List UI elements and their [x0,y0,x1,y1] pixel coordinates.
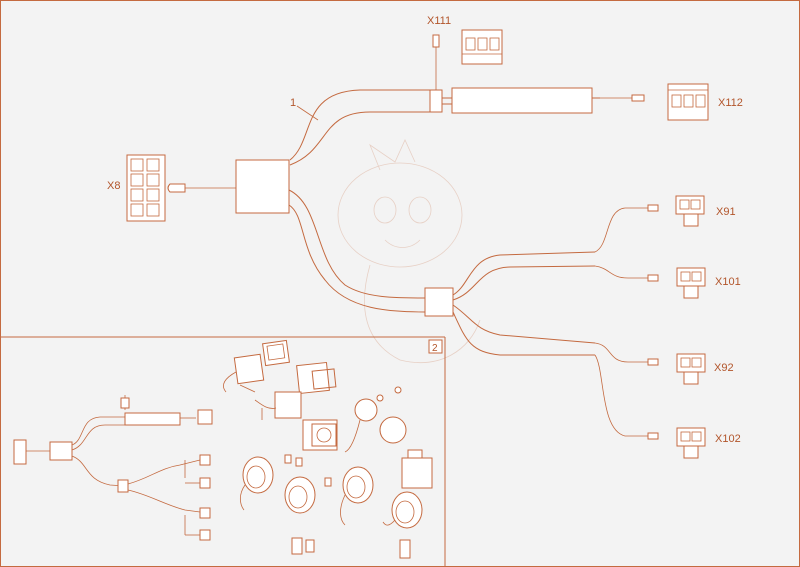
plug-tips [647,204,659,440]
bracket-lamp-icon [254,391,302,420]
x91-label: X91 [716,206,736,218]
inset-number: 2 [432,343,438,354]
top-sleeve [451,87,593,114]
x101-connector-icon [676,267,706,299]
beacon-light-icon [344,386,407,453]
x92-wire [594,342,648,363]
branch-upper-inner [452,265,596,301]
x111-label: X111 [427,15,451,27]
inset-panel: 2 [0,336,446,567]
harness-branch-top-inner [289,111,430,166]
harness-branch-lower-outer [288,189,426,299]
rear-lamp-icon [296,361,337,395]
x92-connector-icon [676,353,706,385]
horn-box-icon [401,449,433,489]
mini-harness [13,395,213,541]
x8-connector-icon [126,154,166,222]
x101-wire [594,265,648,279]
x111-connector-icon [461,29,503,65]
main-harness [167,34,659,440]
harness-branch-lower-inner [288,204,426,313]
secondary-junction-box [424,287,454,317]
branch-lower-outer [452,304,596,344]
central-junction-box [235,159,290,214]
speaker-box-icon [302,419,338,451]
harness-branch-top-outer [289,89,430,161]
x91-connector-icon [675,195,705,227]
inset-number-box [428,339,443,354]
x112-pin [631,94,645,102]
dragon-watermark [337,139,481,363]
gauge-icons [239,456,423,529]
harness-number: 1 [290,97,296,109]
top-sleeve-link [442,97,452,105]
x102-wire [594,354,648,437]
work-lamp-icon [223,339,290,393]
top-sleeve-joint [429,89,443,113]
branch-upper-outer [452,251,596,296]
x102-label: X102 [715,433,741,445]
x112-label: X112 [718,97,743,109]
x92-label: X92 [714,362,734,374]
x91-wire [594,207,648,253]
branch-lower-inner [452,311,595,356]
small-fittings-icon [284,454,411,559]
x102-connector-icon [676,427,706,459]
harness-leader-line [296,105,319,121]
x8-label: X8 [107,180,120,192]
x112-connector-icon [667,83,709,121]
x8-pin [167,183,186,193]
x111-pin [432,34,440,48]
x101-label: X101 [715,276,741,288]
